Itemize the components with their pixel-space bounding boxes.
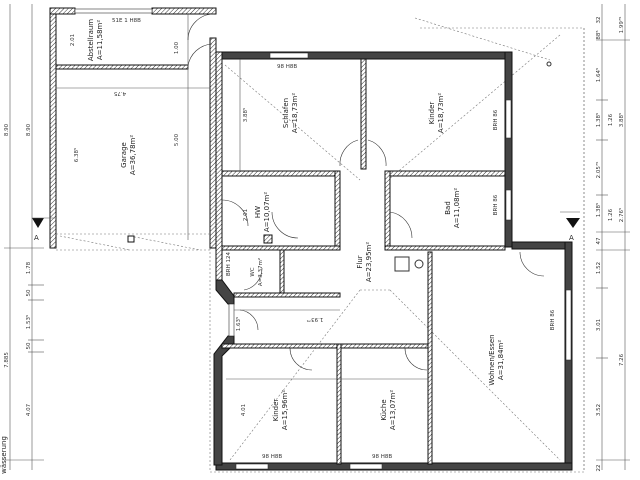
dimension-label: Schlafen <box>282 98 290 128</box>
dimension-label: 5.00 <box>174 133 180 146</box>
dimension-label: 1.38⁵ <box>595 113 602 127</box>
dimension-label: 2.76⁵ <box>618 208 625 222</box>
dimension-label: Kinder <box>272 399 280 422</box>
room-wohnen-essen: Wohnen/Essen A=31,84m² <box>488 334 505 385</box>
dimension-label: 22 <box>596 465 602 472</box>
dimension-label: 3.01 <box>596 319 602 331</box>
dimension-label: 2.01 <box>243 209 249 221</box>
dimension-label: BRH 86 <box>493 109 499 130</box>
dimension-label: 32 <box>596 17 602 24</box>
dimension-label: 50 <box>26 342 32 349</box>
dimension-label: 98 H8B <box>262 454 282 460</box>
room-bad: Bad A=11,08m² <box>444 188 461 229</box>
garage-walls <box>49 7 217 251</box>
room-kueche: Küche A=13,07m² <box>380 390 397 431</box>
dimension-label: 6.38⁵ <box>73 148 80 162</box>
dimension-texts: 8.90 8.90 7.885 1.78 50 1.53⁵ 50 4.07 6.… <box>0 17 625 474</box>
room-garage: Garage A=36,78m² <box>120 135 137 176</box>
dimension-label: A=15,96m² <box>281 390 289 431</box>
dimension-label: 88⁵ <box>595 30 602 39</box>
dimension-label: 1.64⁵ <box>595 68 602 82</box>
dimension-label: 4.75 <box>113 90 126 96</box>
dimension-label: Küche <box>380 399 388 420</box>
dimension-label: 7.885 <box>4 352 10 368</box>
dimension-label: 1.78 <box>26 261 32 274</box>
room-flur: Flur A=23,95m² <box>356 242 373 283</box>
dimension-label: A=18,73m² <box>437 93 445 134</box>
room-wc: WC A=3,37m² <box>250 258 264 286</box>
dimension-label: A=11,58m² <box>96 20 104 61</box>
dimension-label: Wohnen/Essen <box>488 334 496 385</box>
section-marker-right: A <box>560 211 580 242</box>
dimension-label: A=18,73m² <box>291 93 299 134</box>
dimension-label: 51E 1 H8B <box>112 18 141 24</box>
room-hw: HW A=10,07m² <box>254 192 271 233</box>
dimension-label: BRH 86 <box>550 309 556 330</box>
dimension-label: 47 <box>596 237 602 244</box>
dimension-label: Flur <box>356 255 364 268</box>
dimension-label: 1.38⁵ <box>595 203 602 217</box>
dimension-label: 8.90 <box>4 123 10 136</box>
right-dimension-lines <box>583 4 630 470</box>
dimension-label: 98 H8B <box>277 64 297 70</box>
section-label-left: A <box>34 234 39 242</box>
dimension-label: 4.01 <box>241 404 247 416</box>
dimension-label: Garage <box>120 142 128 168</box>
dimension-label: 3.52 <box>596 404 602 416</box>
roof-outline <box>209 17 585 473</box>
dimension-label: Kinder <box>428 102 436 125</box>
room-kinder-top: Kinder A=18,73m² <box>428 93 445 134</box>
dimension-label: 3.88⁵ <box>242 108 249 122</box>
room-abstellraum: Abstellraum A=11,58m² <box>87 19 104 61</box>
dimension-label: 1.63⁵ <box>235 317 242 331</box>
dimension-label: A=36,78m² <box>129 135 137 176</box>
dimension-label: A=3,37m² <box>257 258 264 286</box>
dimension-label: A=23,95m² <box>365 242 373 283</box>
dimension-label: 1.93⁷⁵ <box>307 316 324 323</box>
dimension-label: 3.88⁵ <box>618 113 625 127</box>
dimension-label: 2.05⁷⁵ <box>595 162 602 179</box>
dimension-label: BRH 86 <box>493 194 499 215</box>
dimension-label: 1.53⁵ <box>25 315 32 329</box>
dimension-label: 1.26 <box>608 113 614 126</box>
dimension-label: 8.90 <box>26 123 32 136</box>
dimension-label: 1.00 <box>174 41 180 54</box>
dimension-label: Abstellraum <box>87 19 95 61</box>
dimension-label: HW <box>254 206 262 218</box>
house-walls <box>213 51 573 471</box>
dimension-label: 4.07 <box>26 403 32 416</box>
dimension-label: 7.26 <box>619 353 625 366</box>
section-label-right: A <box>569 234 574 242</box>
dimension-label: 1.99⁷⁵ <box>618 17 625 34</box>
dimension-label: 98 H8B <box>372 454 392 460</box>
dimension-label: WC <box>250 267 256 276</box>
left-dimension-lines <box>4 4 44 470</box>
window-labels: 51E 1 H8B 98 H8B BRH 86 BRH 86 BRH 124 B… <box>112 18 556 460</box>
section-marker-left: A <box>32 217 55 242</box>
dimension-label: 1.52 <box>596 262 602 274</box>
side-note: wässerung <box>0 436 8 474</box>
dimension-label: 50 <box>26 289 32 296</box>
dimension-label: Bad <box>444 201 452 215</box>
dimension-label: A=13,07m² <box>389 390 397 431</box>
dimension-label: A=31,84m² <box>497 340 505 381</box>
dimension-label: 1.26 <box>608 208 614 221</box>
dimension-label: A=11,08m² <box>453 188 461 229</box>
room-schlafen: Schlafen A=18,73m² <box>282 93 299 134</box>
room-labels: Abstellraum A=11,58m² Garage A=36,78m² S… <box>87 19 505 430</box>
room-kinder-bottom: Kinder A=15,96m² <box>272 390 289 431</box>
dimension-label: BRH 124 <box>226 252 232 276</box>
dimension-label: 2.01 <box>70 34 76 46</box>
dimension-label: A=10,07m² <box>263 192 271 233</box>
